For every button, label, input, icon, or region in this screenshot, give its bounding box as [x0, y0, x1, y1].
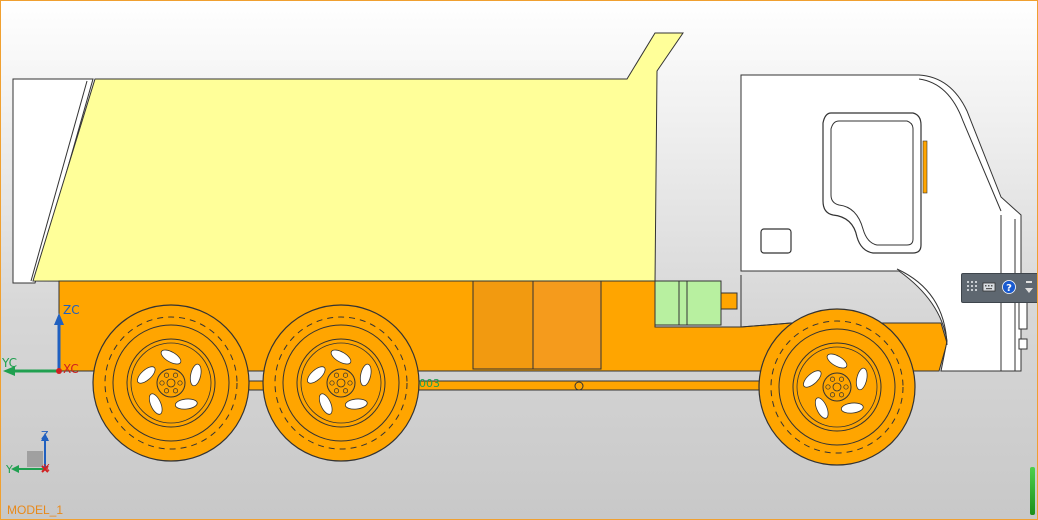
grip-icon[interactable]: [966, 280, 980, 294]
wcs-axes: [3, 313, 64, 376]
wheels: [92, 304, 916, 466]
view-mini-toolbar[interactable]: ?: [961, 273, 1037, 303]
part-number-label: 003: [419, 377, 440, 390]
help-icon[interactable]: ?: [1002, 280, 1016, 294]
cab-door[interactable]: [822, 112, 922, 254]
axis-xc-label: XC: [63, 362, 79, 376]
rear-wheel-1[interactable]: [92, 304, 250, 462]
axis-zc-label: ZC: [63, 303, 80, 317]
front-wheel[interactable]: [758, 308, 916, 466]
dump-body[interactable]: [32, 32, 684, 284]
keyboard-icon[interactable]: [982, 280, 996, 294]
fuel-tank[interactable]: [654, 280, 722, 326]
shaft-joint: [574, 381, 584, 391]
door-handle: [922, 140, 928, 194]
axis-yc-label: YC: [2, 356, 18, 370]
scroll-indicator[interactable]: [1030, 467, 1035, 515]
bumper-light: [1018, 300, 1028, 330]
cab-step: [760, 228, 792, 254]
view-triad: [11, 433, 49, 473]
model-name-label: MODEL_1: [7, 503, 64, 517]
truck-cab[interactable]: [740, 74, 1022, 372]
rear-wheel-2[interactable]: [262, 304, 420, 462]
triad-x-label: X: [43, 463, 50, 474]
chassis-panel-1: [472, 280, 534, 370]
menu-arrow-icon[interactable]: [1022, 280, 1036, 294]
svg-text:?: ?: [1006, 283, 1012, 294]
chassis-panel-2: [532, 280, 602, 370]
tailgate-edge: [30, 80, 88, 282]
triad-y-label: Y: [6, 463, 13, 476]
tank-cap: [720, 292, 738, 310]
triad-z-label: Z: [41, 429, 49, 442]
